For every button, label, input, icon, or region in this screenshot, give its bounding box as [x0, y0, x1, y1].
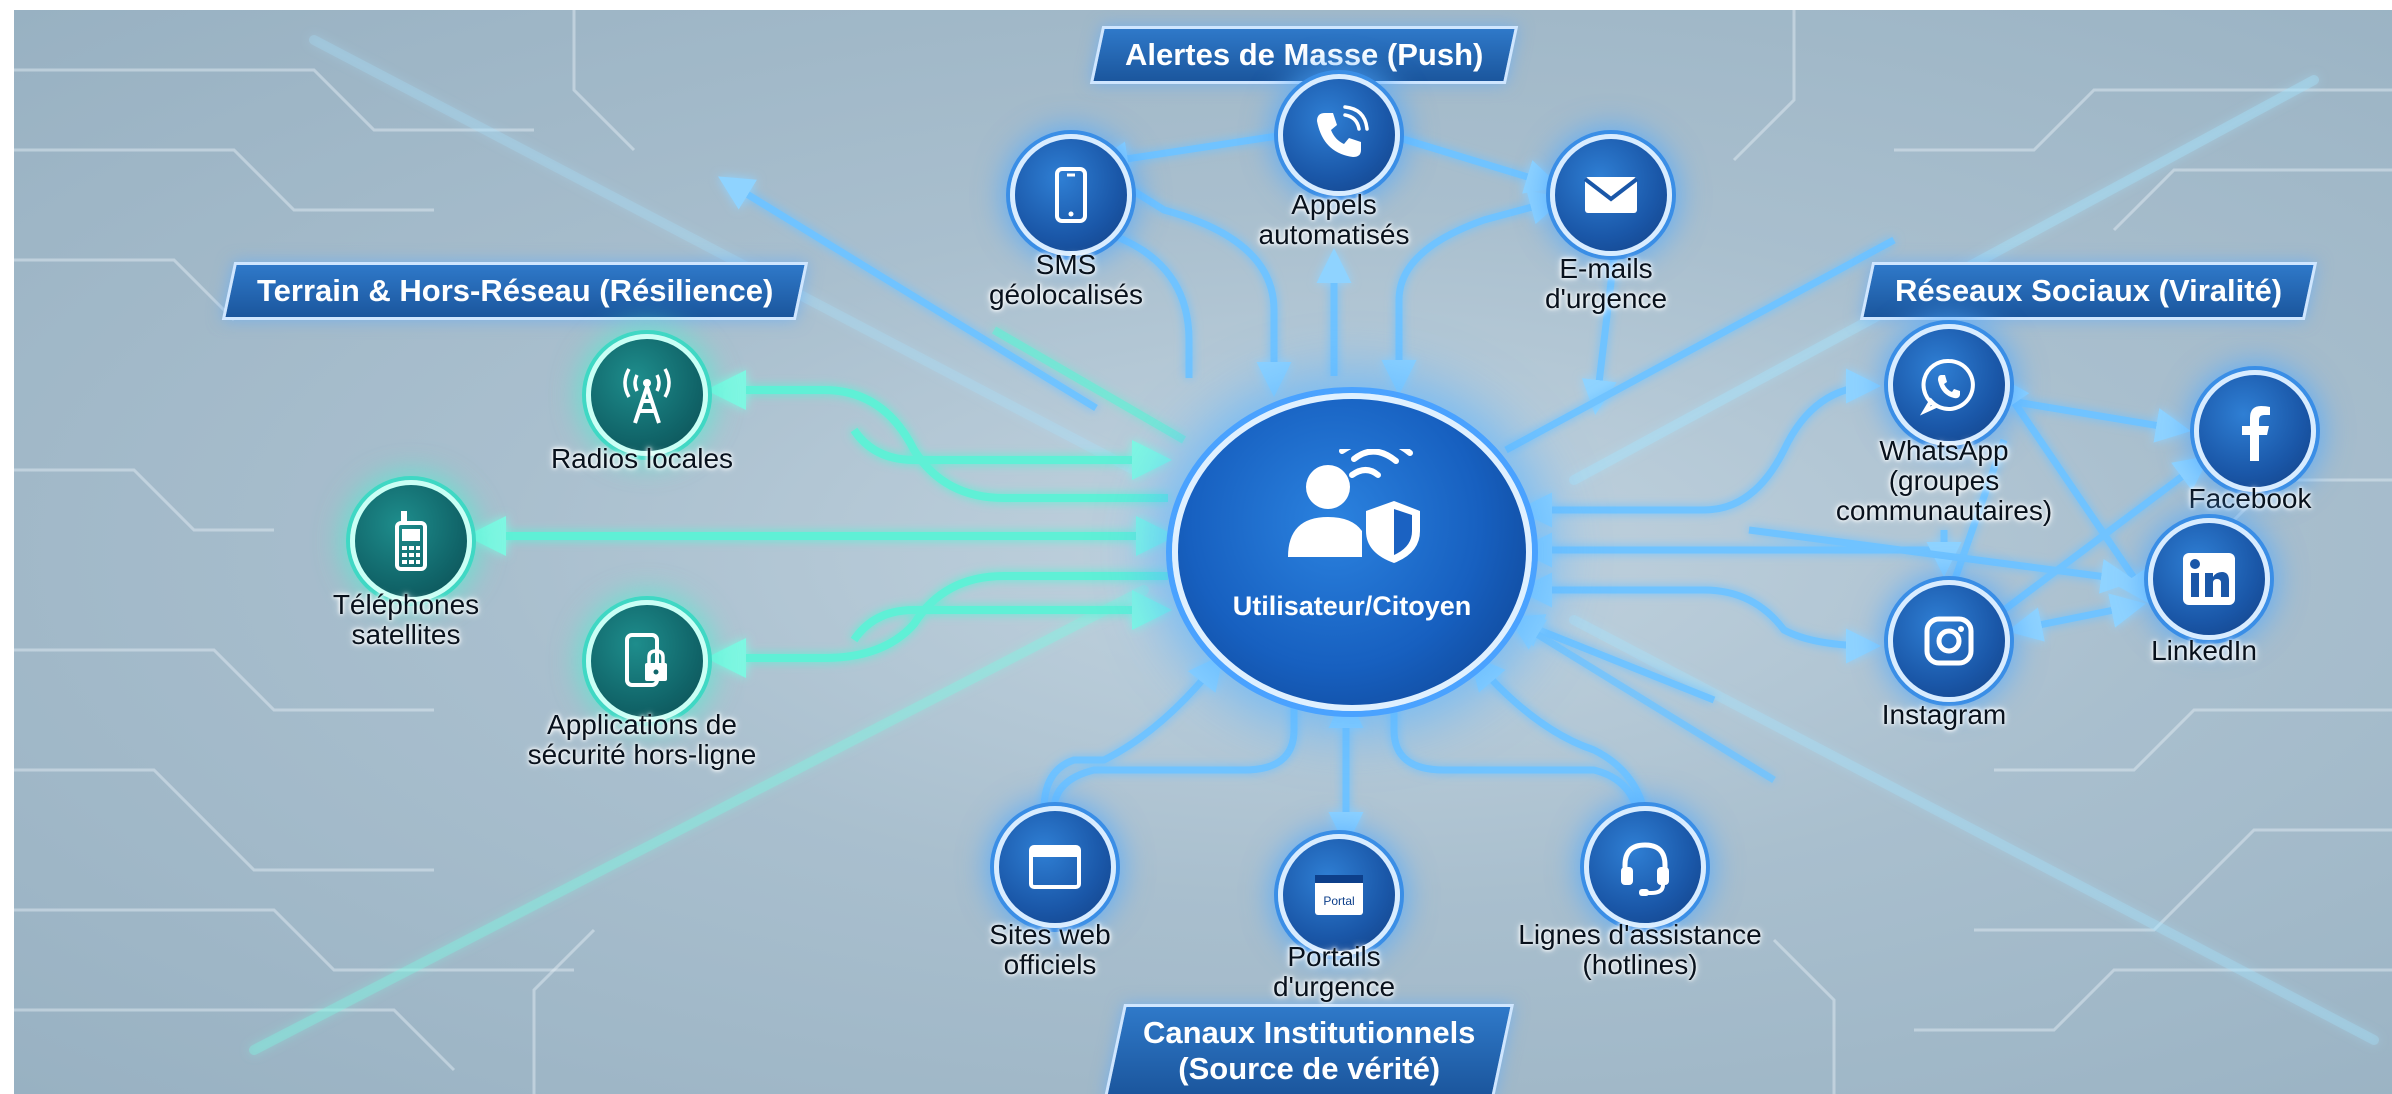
channel-label-portails: Portails d'urgence: [1272, 941, 1396, 1002]
channel-whatsapp[interactable]: [1888, 324, 2010, 446]
channel-label-radios: Radios locales: [550, 443, 734, 474]
institutional-connections: [1040, 616, 1776, 847]
channel-label-sites-web: Sites web officiels: [989, 919, 1111, 980]
headset-icon: [1621, 842, 1669, 896]
channel-label-applications: Applications de sécurité hors-ligne: [527, 709, 757, 770]
group-title-social: Réseaux Sociaux (Viralité): [1859, 262, 2318, 320]
terrain-connections: [466, 326, 1187, 678]
channel-label-satellites: Téléphones satellites: [332, 589, 480, 650]
channel-label-whatsapp: WhatsApp (groupes communautaires): [1835, 435, 2053, 526]
channel-facebook[interactable]: [2194, 370, 2316, 492]
smartphone-icon: [1055, 167, 1087, 223]
background-circuit-traces: [14, 10, 2392, 1094]
channel-label-instagram: Instagram: [1881, 699, 2007, 730]
channel-label-lignes: Lignes d'assistance (hotlines): [1518, 919, 1762, 980]
channel-label-sms: SMS géolocalisés: [988, 249, 1144, 310]
portal-badge-text: Portal: [1323, 894, 1354, 908]
channel-instagram[interactable]: [1888, 580, 2010, 702]
channel-label-emails: E-mails d'urgence: [1544, 253, 1668, 314]
channel-sites-web-officiels[interactable]: [994, 806, 1116, 928]
channel-emails-urgence[interactable]: [1550, 134, 1672, 256]
channel-radios-locales[interactable]: [586, 334, 708, 456]
social-connections: [1504, 236, 2210, 704]
channel-label-appels: Appels automatisés: [1258, 189, 1410, 250]
center-label: Utilisateur/Citoyen: [1232, 591, 1472, 621]
channel-label-facebook: Facebook: [2188, 483, 2312, 514]
channel-label-linkedin: LinkedIn: [2151, 635, 2257, 666]
channel-applications-hors-ligne[interactable]: [586, 600, 708, 722]
portal-icon: Portal: [1315, 875, 1363, 915]
radio-tower-icon: [623, 368, 671, 424]
channel-lignes-assistance[interactable]: [1584, 806, 1706, 928]
group-title-push: Alertes de Masse (Push): [1089, 26, 1519, 84]
channel-sms-geolocalises[interactable]: [1010, 134, 1132, 256]
connection-network: [14, 10, 2392, 1094]
group-title-institutional: Canaux Institutionnels (Source de vérité…: [1104, 1004, 1515, 1094]
instagram-icon: [1924, 616, 1974, 666]
phone-lock-icon: [625, 633, 667, 687]
channel-appels-automatises[interactable]: [1278, 74, 1400, 196]
channel-linkedin[interactable]: [2148, 518, 2270, 640]
push-connections: [718, 131, 1626, 415]
facebook-icon: [2242, 406, 2270, 461]
linkedin-icon: [2183, 553, 2235, 605]
whatsapp-icon: [1919, 358, 1975, 416]
satellite-phone-icon: [395, 511, 427, 571]
user-shield-wifi-icon: [1288, 449, 1420, 563]
envelope-icon: [1583, 177, 1639, 213]
browser-window-icon: [1029, 845, 1081, 889]
center-node[interactable]: Utilisateur/Citoyen: [1172, 393, 1532, 711]
channel-portails-urgence[interactable]: Portal: [1278, 834, 1400, 956]
group-title-terrain: Terrain & Hors-Réseau (Résilience): [221, 262, 809, 320]
channel-telephones-satellites[interactable]: [350, 480, 472, 602]
diagram-canvas: Utilisateur/Citoyen Alertes de Masse (Pu…: [14, 10, 2392, 1094]
phone-icon: [1317, 105, 1369, 157]
